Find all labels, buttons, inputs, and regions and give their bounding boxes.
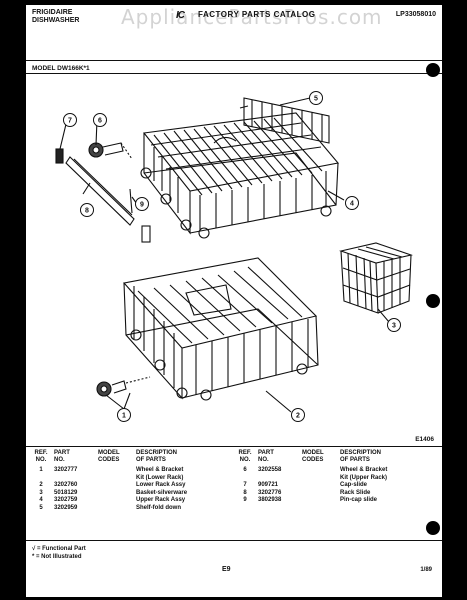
ref-number: 2 bbox=[39, 482, 43, 488]
ref-number: 1 bbox=[39, 467, 43, 473]
part-number: 3202776 bbox=[258, 489, 282, 496]
model-line: MODEL DW166K*1 bbox=[32, 65, 90, 72]
callout-9: 9 bbox=[140, 202, 144, 209]
table-row: 9 3802938 Pin-cap slide bbox=[234, 497, 389, 505]
table-row: 2 3202760 Lower Rack Assy bbox=[30, 482, 189, 490]
header-divider bbox=[26, 60, 442, 61]
brand-block: FRIGIDAIRE DISHWASHER bbox=[32, 9, 79, 25]
callout-4: 4 bbox=[350, 201, 354, 208]
part-description: Upper Rack Assy bbox=[136, 497, 186, 503]
header-ref-no: REF.NO. bbox=[238, 450, 252, 463]
part-description: Lower Rack Assy bbox=[136, 482, 186, 488]
part-description: Shelf-fold down bbox=[136, 504, 181, 511]
ref-number: 9 bbox=[243, 497, 247, 503]
ref-number: 6 bbox=[243, 467, 247, 473]
catalog-logo: IC bbox=[176, 10, 185, 21]
model-codes bbox=[302, 482, 340, 490]
table-top-divider bbox=[26, 446, 442, 447]
upper-wheel-kit-drawing bbox=[88, 142, 133, 160]
callout-7: 7 bbox=[68, 118, 72, 125]
figure-reference: E1406 bbox=[415, 436, 434, 443]
table-row: 5 3202959 Shelf-fold down bbox=[30, 505, 189, 513]
model-codes bbox=[302, 490, 340, 498]
rack-slide-drawing bbox=[65, 156, 135, 226]
callout-1: 1 bbox=[122, 413, 126, 420]
model-codes bbox=[302, 497, 340, 505]
callout-3: 3 bbox=[392, 323, 396, 330]
legend-not-illustrated: * = Not Illustrated bbox=[32, 554, 82, 560]
part-description: Rack Slide bbox=[340, 489, 371, 496]
part-description: Cap-slide bbox=[340, 482, 368, 488]
table-row: 3 5018129 Basket-silverware bbox=[30, 490, 189, 498]
upper-rack-drawing bbox=[140, 112, 340, 239]
ref-number: 5 bbox=[39, 504, 43, 511]
model-codes bbox=[98, 482, 136, 490]
punch-hole-top bbox=[426, 63, 440, 77]
watermark: AppliancePartsPros.com bbox=[121, 5, 383, 29]
silverware-basket-drawing bbox=[338, 242, 414, 314]
part-description: Pin-cap slide bbox=[340, 497, 378, 503]
legend-functional-part: √ = Functional Part bbox=[32, 546, 86, 552]
legend: √ = Functional Part * = Not Illustrated bbox=[32, 545, 86, 561]
part-number: 3202777 bbox=[54, 467, 78, 473]
catalog-title: FACTORY PARTS CATALOG bbox=[198, 10, 316, 19]
model-codes bbox=[98, 497, 136, 505]
table-row: 4 3202759 Upper Rack Assy bbox=[30, 497, 189, 505]
ref-number: 7 bbox=[243, 482, 247, 488]
parts-catalog-page: FRIGIDAIRE DISHWASHER AppliancePartsPros… bbox=[26, 5, 442, 597]
table-row: 8 3202776 Rack Slide bbox=[234, 490, 389, 498]
model-codes bbox=[98, 490, 136, 498]
callout-6: 6 bbox=[98, 118, 102, 125]
product-type: DISHWASHER bbox=[32, 17, 80, 24]
model-codes bbox=[302, 467, 340, 482]
brand-name: FRIGIDAIRE bbox=[32, 9, 73, 16]
lower-wheel-kit-drawing bbox=[96, 376, 151, 397]
table-bottom-divider bbox=[26, 540, 442, 541]
callout-5: 5 bbox=[314, 96, 318, 103]
punch-hole-middle bbox=[426, 294, 440, 308]
part-number: 3202959 bbox=[54, 504, 78, 511]
cap-slide-drawing bbox=[55, 148, 64, 164]
document-number: LP33058010 bbox=[395, 11, 436, 18]
part-number: 3202558 bbox=[258, 467, 282, 473]
pin-cap-drawing bbox=[129, 188, 151, 243]
page-code: E9 bbox=[222, 566, 231, 573]
ref-number: 3 bbox=[39, 489, 43, 496]
part-number: 909721 bbox=[258, 482, 279, 488]
ref-number: 8 bbox=[243, 489, 247, 496]
model-codes bbox=[98, 467, 136, 482]
part-description: Basket-silverware bbox=[136, 489, 188, 496]
table-row: 7 909721 Cap-slide bbox=[234, 482, 389, 490]
fold-down-shelf-drawing bbox=[239, 97, 330, 144]
part-number: 5018129 bbox=[54, 489, 78, 496]
ref-number: 4 bbox=[39, 497, 43, 503]
model-codes bbox=[98, 505, 136, 513]
lower-rack-drawing bbox=[122, 257, 319, 401]
catalog-date: 1/89 bbox=[420, 567, 432, 573]
callout-2: 2 bbox=[296, 413, 300, 420]
model-divider bbox=[26, 73, 442, 74]
callout-8: 8 bbox=[85, 208, 89, 215]
part-number: 3202759 bbox=[54, 497, 78, 503]
part-number: 3202760 bbox=[54, 482, 78, 488]
part-number: 3802938 bbox=[258, 497, 282, 503]
header-ref-no: REF.NO. bbox=[34, 450, 48, 463]
punch-hole-bottom bbox=[426, 521, 440, 535]
exploded-parts-diagram: 1 2 3 4 5 6 7 8 9 bbox=[55, 91, 414, 422]
